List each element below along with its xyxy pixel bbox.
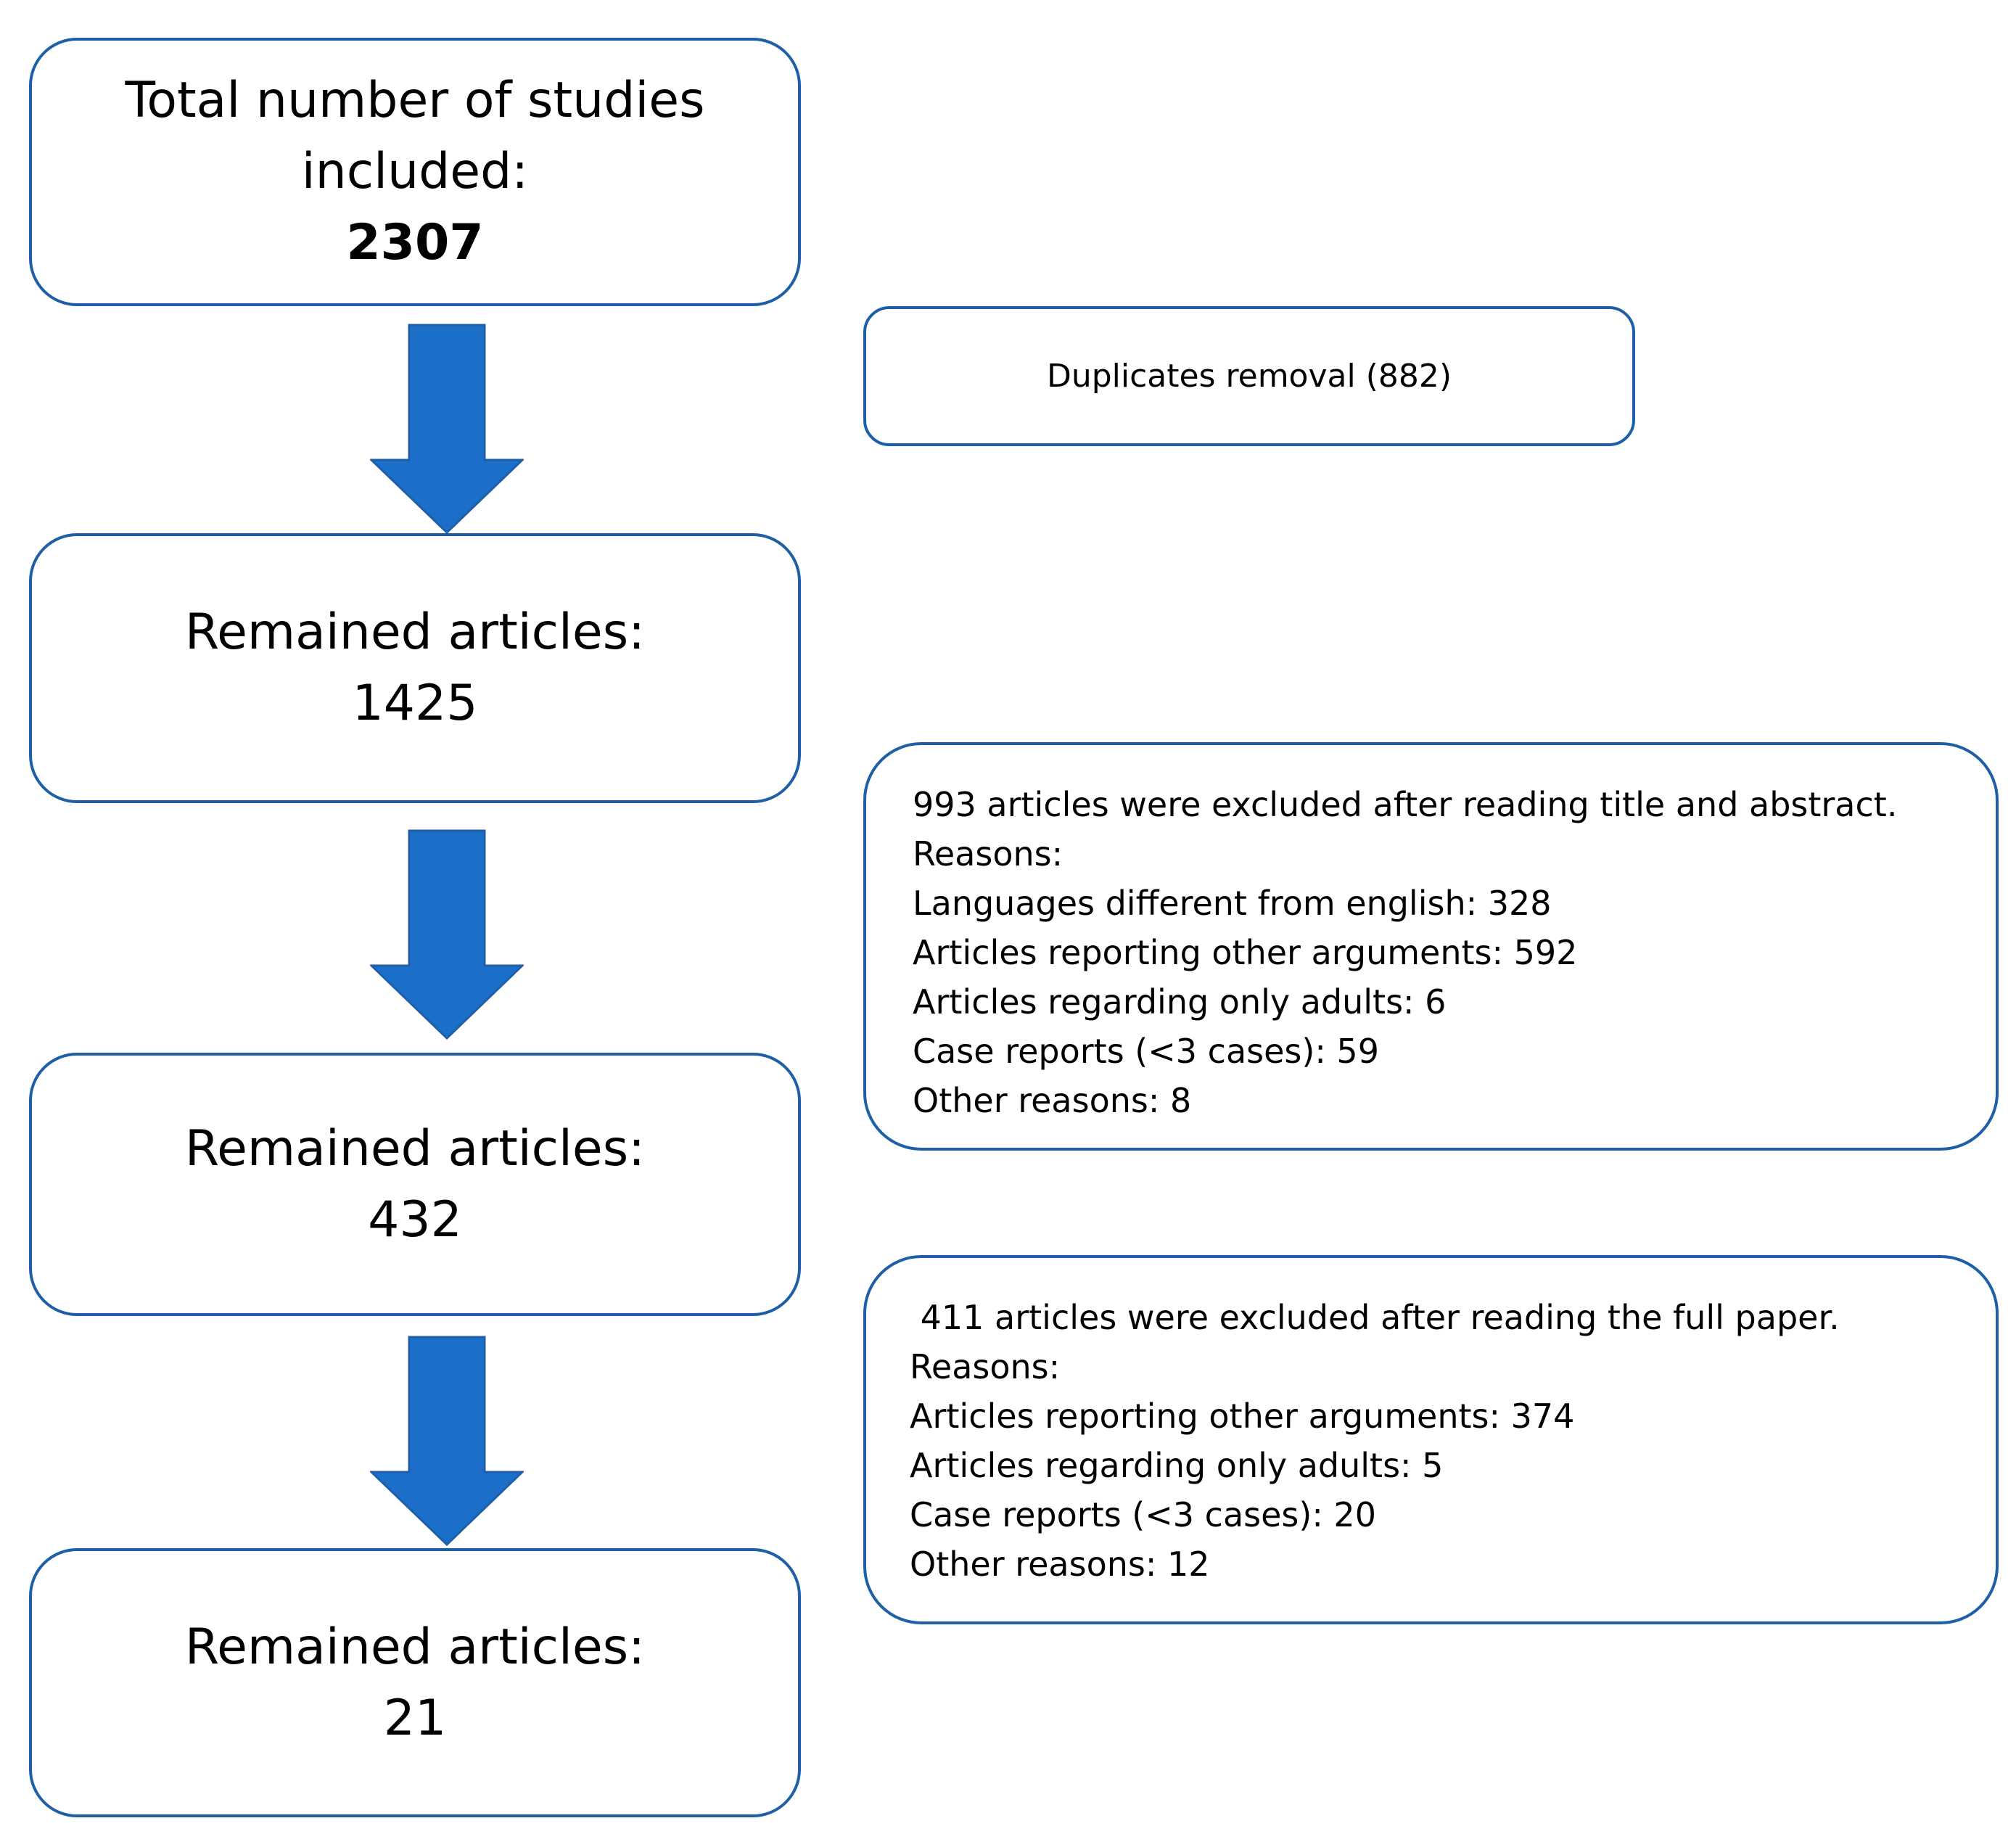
total-studies-box: Total number of studies included: 2307 <box>29 38 801 306</box>
remained-articles-box-3: Remained articles: 21 <box>29 1548 801 1817</box>
screening-reason-item: Articles regarding only adults: 6 <box>913 982 1447 1021</box>
screening-reason-item: Languages different from english: 328 <box>913 884 1552 923</box>
screening-exclusion-box: 993 articles were excluded after reading… <box>863 742 1999 1151</box>
total-studies-value: 2307 <box>346 214 484 271</box>
remained-articles-label-2: Remained articles: <box>184 1119 646 1177</box>
remained-articles-value-1: 1425 <box>352 675 478 732</box>
remained-articles-box-1: Remained articles: 1425 <box>29 533 801 803</box>
remained-articles-value-2: 432 <box>368 1191 462 1249</box>
remained-articles-value-3: 21 <box>383 1689 447 1747</box>
screening-reasons-label: Reasons: <box>913 834 1063 873</box>
remained-articles-label-1: Remained articles: <box>184 604 646 661</box>
duplicates-removal-text: Duplicates removal (882) <box>1046 357 1452 395</box>
duplicates-removal-box: Duplicates removal (882) <box>863 306 1635 446</box>
remained-articles-box-2: Remained articles: 432 <box>29 1053 801 1316</box>
screening-reason-item: Other reasons: 8 <box>913 1081 1192 1120</box>
screening-reason-item: Articles reporting other arguments: 592 <box>913 933 1578 972</box>
full-text-reason-item: Case reports (<3 cases): 20 <box>910 1495 1376 1534</box>
screening-reason-item: Case reports (<3 cases): 59 <box>913 1032 1379 1071</box>
screening-exclusion-heading: 993 articles were excluded after reading… <box>913 785 1898 824</box>
full-text-reason-item: Articles regarding only adults: 5 <box>910 1446 1444 1485</box>
full-text-exclusion-box: 411 articles were excluded after reading… <box>863 1255 1999 1624</box>
full-text-reason-item: Articles reporting other arguments: 374 <box>910 1397 1575 1436</box>
down-arrow-3 <box>370 1336 524 1546</box>
remained-articles-label-3: Remained articles: <box>184 1618 646 1676</box>
full-text-exclusion-heading: 411 articles were excluded after reading… <box>910 1298 1840 1337</box>
down-arrow-2 <box>370 829 524 1040</box>
down-arrow-1 <box>370 324 524 534</box>
full-text-reason-item: Other reasons: 12 <box>910 1545 1210 1584</box>
full-text-reasons-label: Reasons: <box>910 1347 1061 1386</box>
total-studies-label: Total number of studies included: <box>125 72 705 200</box>
